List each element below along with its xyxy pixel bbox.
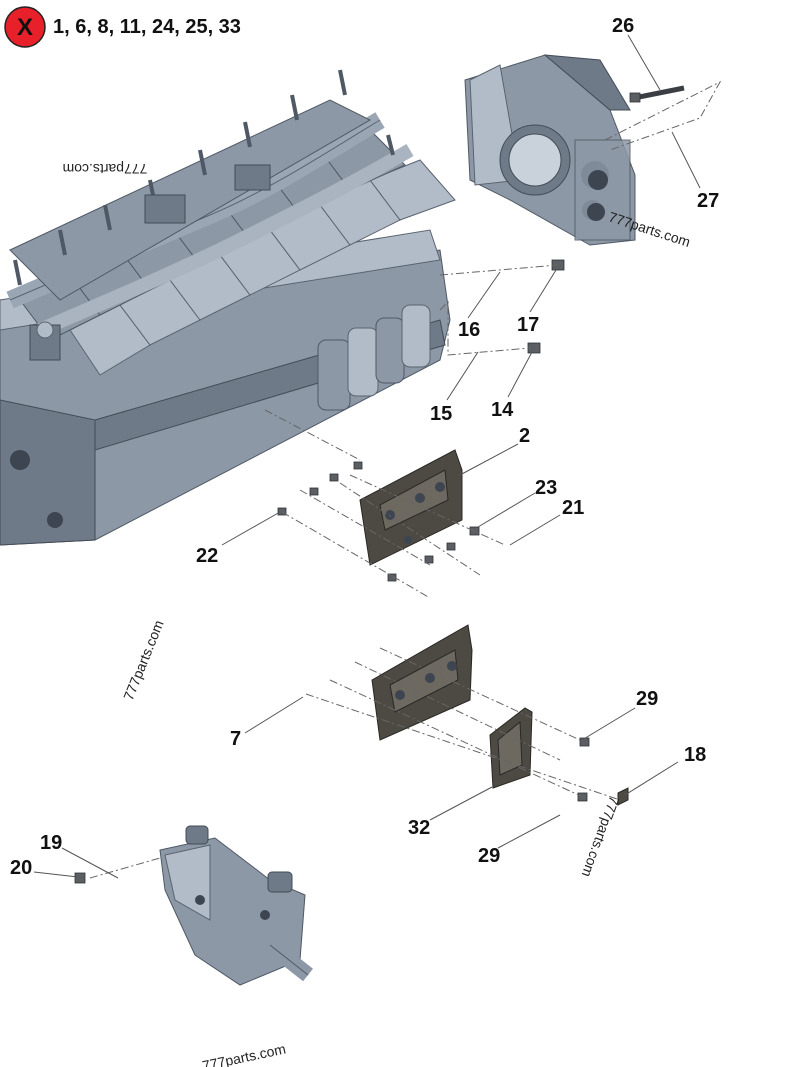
part-29-stud-upper: [579, 737, 590, 747]
engine-block: [0, 69, 456, 546]
callout-23: 23: [535, 477, 557, 499]
turbocharger-right: [234, 164, 271, 191]
watermark-1: 777parts.com: [63, 161, 148, 177]
watermark-5: 777parts.com: [201, 1040, 287, 1067]
part-18-fitting: [617, 787, 629, 806]
lower-bracket: [74, 825, 313, 986]
callout-15: 15: [430, 403, 452, 425]
watermark-3: 777parts.com: [120, 618, 167, 703]
callout-2: 2: [519, 425, 530, 447]
oil-filters: [317, 304, 431, 411]
part-20-bolt: [74, 872, 86, 884]
watermark-4: 777parts.com: [579, 794, 623, 879]
part-32-plate: [489, 707, 533, 789]
part-23-nut: [469, 526, 480, 536]
callout-26: 26: [612, 15, 634, 37]
callout-22: 22: [196, 545, 218, 567]
callout-32: 32: [408, 817, 430, 839]
callout-29-lower: 29: [478, 845, 500, 867]
callout-18: 18: [684, 744, 706, 766]
callout-19: 19: [40, 832, 62, 854]
removed-x-icon: [4, 6, 46, 48]
injector-rods: [13, 69, 395, 286]
part-22-washer: [277, 507, 287, 516]
flywheel-housing: [464, 54, 636, 246]
callout-27: 27: [697, 190, 719, 212]
callout-29-upper: 29: [636, 688, 658, 710]
turbocharger-left: [144, 194, 186, 224]
callout-20: 20: [10, 857, 32, 879]
removed-items-list: 1, 6, 8, 11, 24, 25, 33: [53, 16, 241, 38]
part-26-bolt: [629, 85, 685, 103]
callout-16: 16: [458, 319, 480, 341]
cover-plate-assembly-upper: [277, 449, 480, 582]
leader-lines: [33, 34, 701, 879]
callout-numbers: 26 27 16 17 15 14 2 23 21 22 7 29 18 32 …: [10, 15, 719, 879]
assembly-lines: [89, 80, 722, 879]
callout-14: 14: [491, 399, 514, 421]
removed-x-glyph: X: [17, 14, 33, 41]
callout-7: 7: [230, 728, 241, 750]
removed-parts-indicator: X 1, 6, 8, 11, 24, 25, 33: [4, 6, 241, 48]
callout-17: 17: [517, 314, 539, 336]
callout-21: 21: [562, 497, 584, 519]
